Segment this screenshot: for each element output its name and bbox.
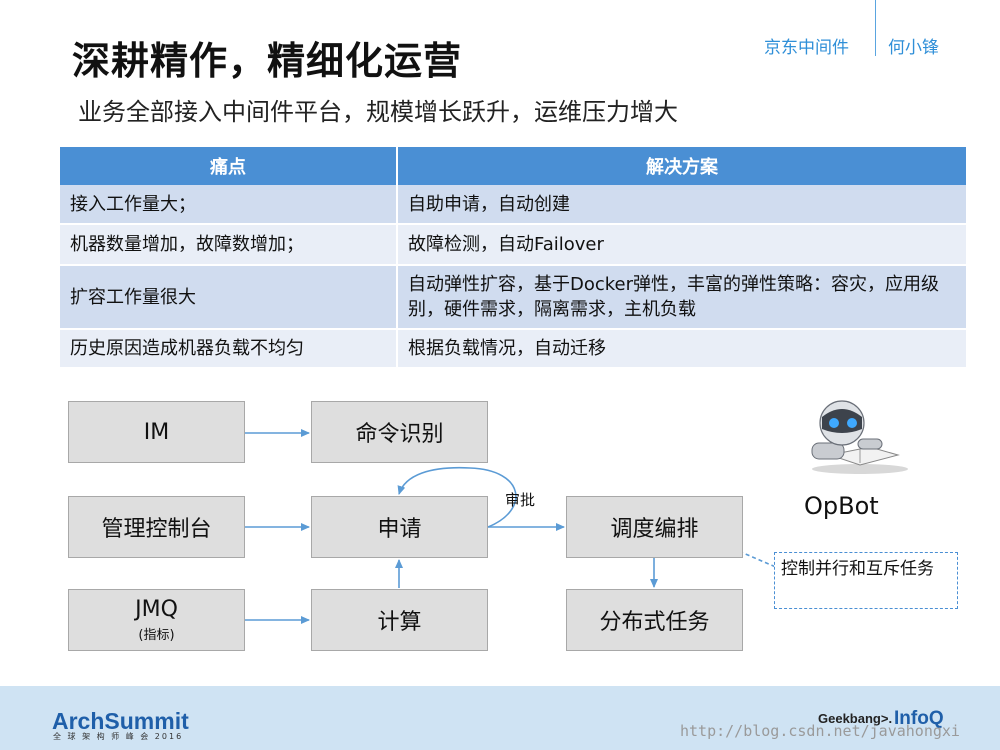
approve-label: 审批 [505, 491, 536, 509]
flow-box-label: IM [143, 419, 170, 445]
table-cell-solution: 自动弹性扩容，基于Docker弹性，丰富的弹性策略：容灾，应用级别，硬件需求，隔… [397, 265, 966, 330]
flow-box-label: 调度编排 [610, 517, 699, 542]
flow-box-command-recognition: 命令识别 [311, 401, 488, 463]
callout-note: 控制并行和互斥任务 [774, 552, 958, 609]
flow-box-label: 命令识别 [355, 422, 444, 447]
table-cell-pain: 扩容工作量很大 [60, 265, 398, 330]
table-cell-solution: 自助申请，自动创建 [397, 185, 966, 225]
brand-divider [875, 0, 876, 56]
table-cell-solution: 根据负载情况，自动迁移 [397, 329, 966, 369]
flow-box-scheduling: 调度编排 [566, 496, 743, 558]
brand-company: 京东中间件 [764, 38, 849, 58]
table-cell-solution: 故障检测，自动Failover [397, 224, 966, 266]
table-row: 扩容工作量很大 自动弹性扩容，基于Docker弹性，丰富的弹性策略：容灾，应用级… [60, 265, 966, 330]
infoq-logo: InfoQ [894, 708, 944, 729]
brand-author: 何小锋 [888, 38, 939, 58]
pain-solution-table: 痛点 解决方案 接入工作量大； 自助申请，自动创建 机器数量增加，故障数增加； … [60, 147, 966, 369]
flow-box-label: 分布式任务 [599, 610, 710, 635]
flow-box-label: 计算 [377, 610, 422, 635]
flow-box-distributed-task: 分布式任务 [566, 589, 743, 651]
flow-box-label: 管理控制台 [101, 517, 212, 542]
table-header-pain: 痛点 [60, 147, 398, 185]
flow-box-apply: 申请 [311, 496, 488, 558]
page-title: 深耕精作，精细化运营 [72, 39, 463, 83]
archsummit-logo: ArchSummit [52, 708, 189, 734]
table-header-solution: 解决方案 [397, 147, 966, 185]
table-cell-pain: 接入工作量大； [60, 185, 398, 225]
table-row: 接入工作量大； 自助申请，自动创建 [60, 185, 966, 225]
archsummit-logo-subtitle: 全 球 架 构 师 峰 会 2016 [53, 732, 184, 741]
flow-box-label: JMQ [135, 597, 178, 622]
flow-box-jmq: JMQ (指标) [68, 589, 245, 651]
table-row: 历史原因造成机器负载不均匀 根据负载情况，自动迁移 [60, 329, 966, 369]
bot-name: OpBot [804, 492, 879, 520]
flow-box-admin-console: 管理控制台 [68, 496, 245, 558]
flow-box-compute: 计算 [311, 589, 488, 651]
table-header-row: 痛点 解决方案 [60, 147, 966, 185]
robot-icon [811, 400, 908, 474]
geekbang-logo: Geekbang>. [818, 711, 893, 726]
watermark-url: http://blog.csdn.net/javahongxi [680, 722, 960, 740]
flow-box-label: 申请 [377, 517, 422, 542]
flow-box-sublabel: (指标) [138, 628, 175, 643]
footer-bar [0, 686, 1000, 750]
page-subtitle: 业务全部接入中间件平台，规模增长跃升，运维压力增大 [78, 98, 678, 126]
table-row: 机器数量增加，故障数增加； 故障检测，自动Failover [60, 224, 966, 266]
arrow-approve-loop [397, 466, 517, 528]
table-cell-pain: 机器数量增加，故障数增加； [60, 224, 398, 266]
flow-box-im: IM [68, 401, 245, 463]
table-cell-pain: 历史原因造成机器负载不均匀 [60, 329, 398, 369]
